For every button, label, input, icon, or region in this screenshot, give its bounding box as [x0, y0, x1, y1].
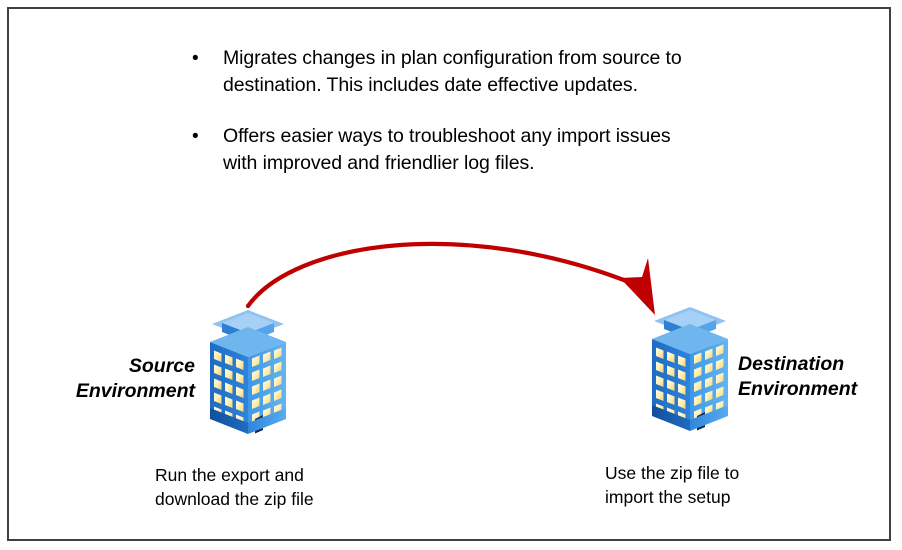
source-environment-label: Source Environment	[75, 355, 195, 402]
migration-arrow-icon	[245, 241, 655, 315]
bullet-point-icon: •	[192, 48, 199, 69]
destination-environment-label: Destination Environment	[738, 353, 858, 400]
office-building-icon	[210, 310, 286, 434]
bullet-list: • Migrates changes in plan configuration…	[187, 45, 707, 201]
slide-border-frame: • Migrates changes in plan configuration…	[7, 7, 891, 541]
destination-caption: Use the zip file to import the setup	[605, 463, 740, 507]
bullet-point-icon: •	[192, 126, 199, 147]
list-item: • Offers easier ways to troubleshoot any…	[187, 123, 707, 177]
bullet-text: Migrates changes in plan configuration f…	[223, 47, 682, 96]
office-building-icon	[652, 307, 728, 431]
source-caption: Run the export and download the zip file	[155, 465, 314, 509]
list-item: • Migrates changes in plan configuration…	[187, 45, 707, 99]
bullet-text: Offers easier ways to troubleshoot any i…	[223, 125, 671, 174]
